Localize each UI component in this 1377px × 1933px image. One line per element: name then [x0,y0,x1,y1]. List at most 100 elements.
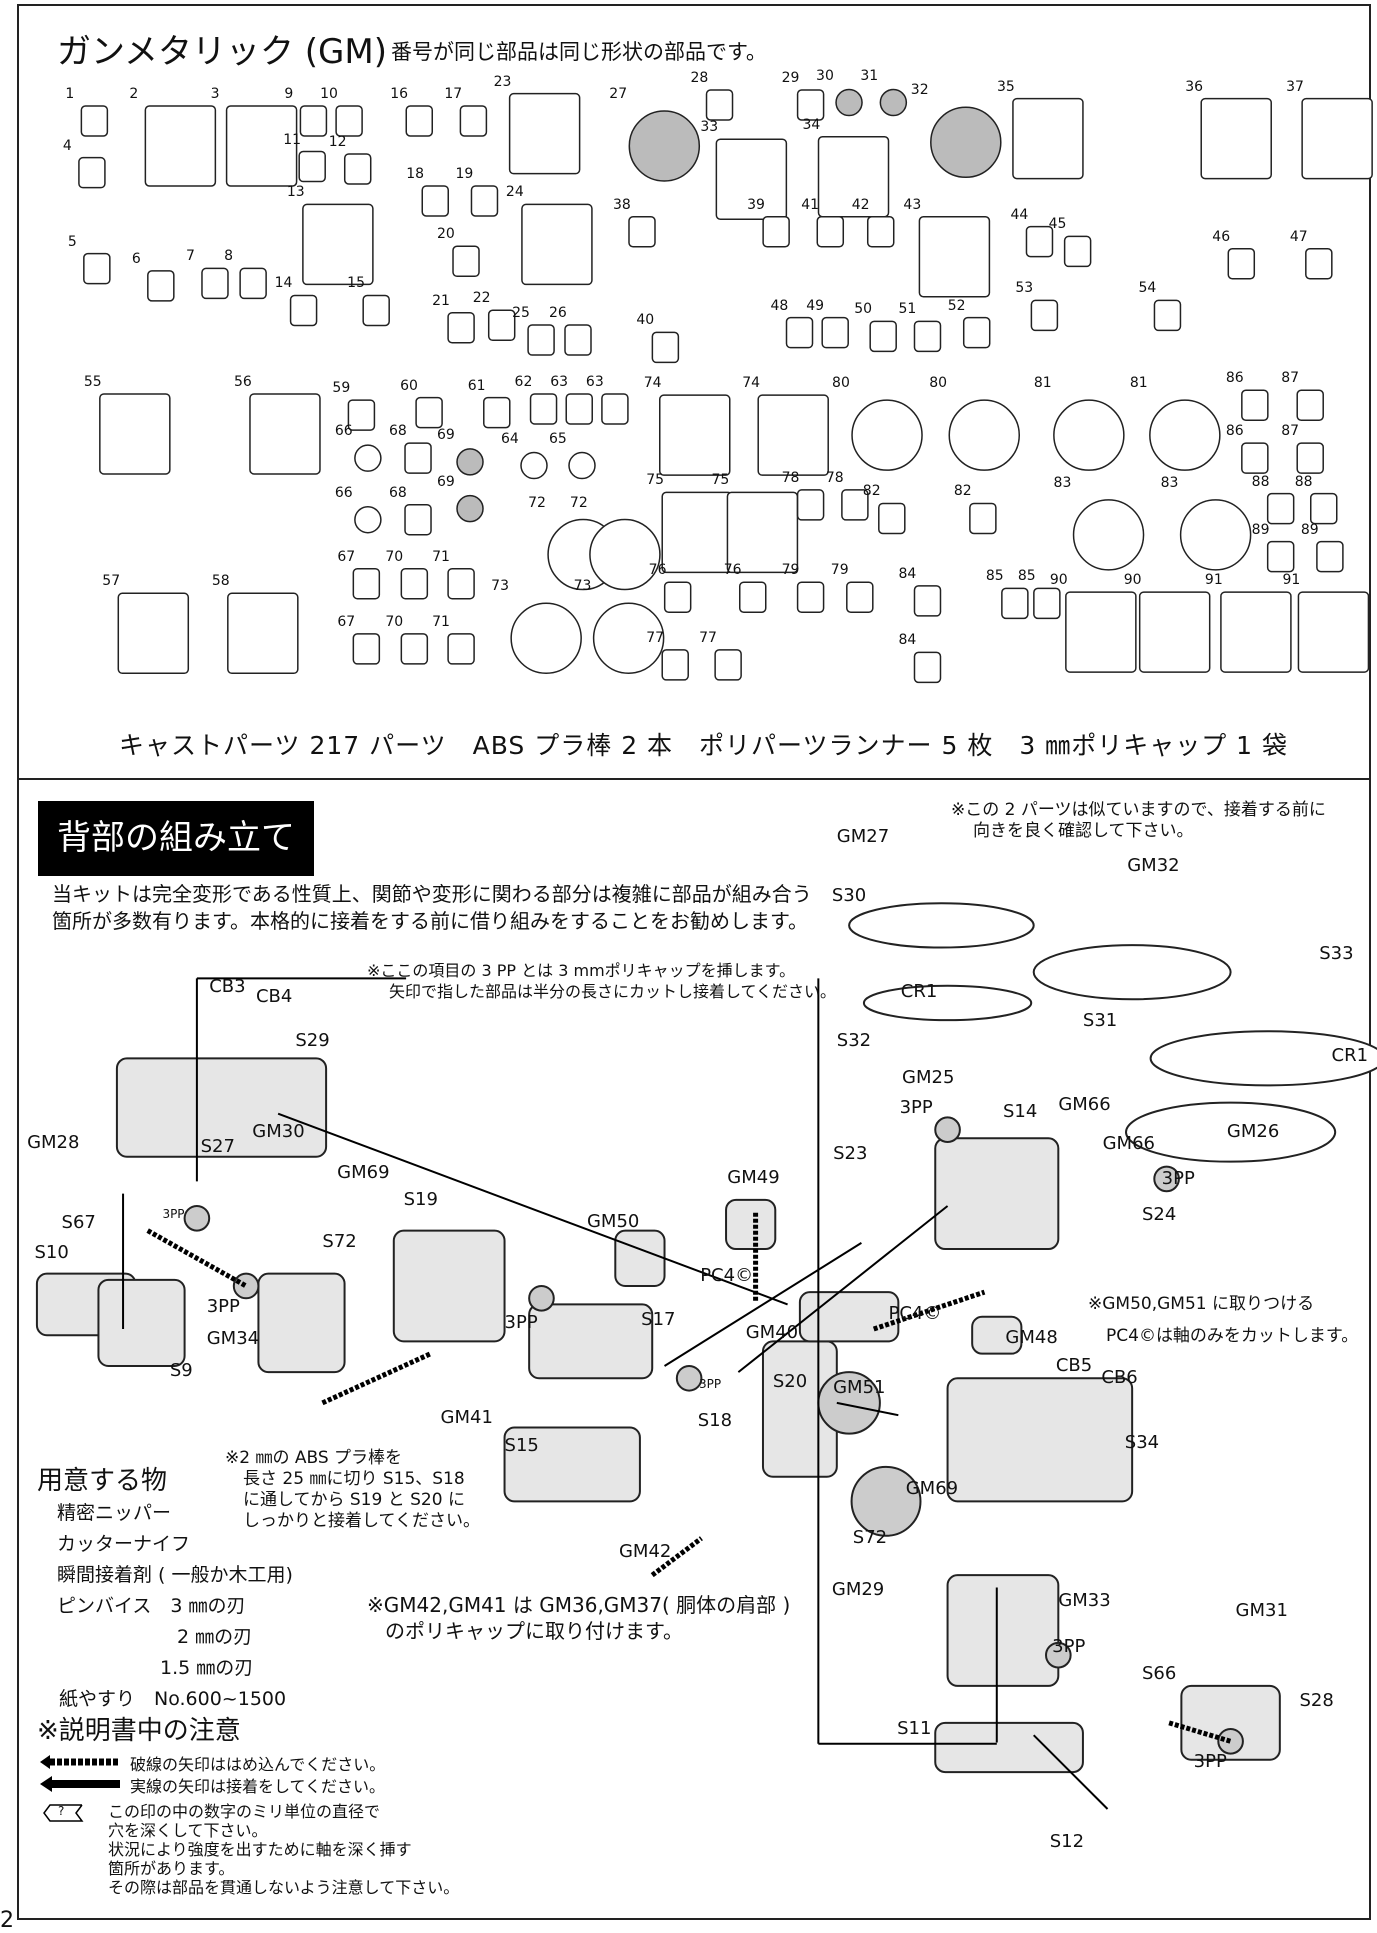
note-line: 状況により強度を出すために軸を深く挿す [108,1840,412,1859]
drill-note: この印の中の数字のミリ単位の直径で 穴を深くして下さい。 状況により強度を出すた… [108,1802,459,1897]
part-67-shape [352,567,381,600]
part-3-shape [225,105,298,187]
part-number: 71 [432,613,450,630]
part-number: 70 [385,548,404,565]
part-90-shape [1065,591,1137,673]
solid-arrow-legend: 実線の矢印は接着をしてください。 [130,1777,386,1796]
prepare-item: ピンバイス 3 ㎜の刃 [57,1595,246,1617]
part-label-3pp: 3PP [206,1295,240,1317]
note-similar-parts: ※この 2 パーツは似ていますので、接着する前に 向きを良く確認して下さい。 [951,800,1326,842]
part-82-shape [878,502,906,535]
part-number: 87 [1281,370,1300,387]
drill-symbol-text: ? [58,1804,65,1818]
part-25-shape [527,324,555,356]
part-73-shape [592,602,665,674]
part-number: 9 [284,85,294,102]
part-label-s32: S32 [836,1030,872,1052]
assembly-part-shape [257,1272,346,1374]
part-76-shape [738,581,767,613]
part-number: 12 [328,133,347,150]
part-number: 69 [437,473,455,490]
assembly-part-shape [392,1229,506,1343]
part-30-shape [835,88,863,117]
part-label-s9: S9 [169,1359,193,1381]
part-label-gm51: GM51 [833,1377,886,1399]
dish-part-shape [1149,1030,1377,1087]
part-number: 6 [131,250,141,267]
part-49-shape [821,316,849,349]
part-29-shape [796,89,825,121]
drill-symbol-icon: ? [42,1803,84,1823]
part-number: 56 [233,373,252,390]
part-label-s11: S11 [897,1717,932,1739]
dish-part-shape [862,984,1033,1022]
part-label-gm66: GM66 [1102,1133,1155,1155]
fit-arrow-dashed [1168,1720,1232,1744]
part-number: 86 [1225,423,1244,440]
prepare-item: カッターナイフ [57,1533,191,1555]
note-line: 矢印で指した部品は半分の長さにカットし接着してください。 [389,982,837,1001]
part-63-shape [601,393,629,425]
part-74-shape [659,394,731,476]
part-label-s12: S12 [1049,1831,1085,1853]
part-56-shape [249,393,321,475]
part-number: 65 [549,430,567,447]
part-number: 20 [437,226,455,243]
part-label-s29: S29 [295,1030,330,1052]
part-label-gm33: GM33 [1058,1590,1111,1611]
part-27-shape [628,110,701,182]
part-number: 31 [860,67,879,84]
intro-text: 当キットは完全変形である性質上、関節や変形に関わる部分は複雑に部品が組み合う箇所… [52,882,812,933]
part-label-gm69: GM69 [905,1478,959,1500]
assembly-part-shape [946,1574,1060,1687]
part-number: 18 [406,165,425,182]
part-number: 51 [898,301,917,318]
dish-part-shape [1124,1101,1337,1163]
part-64-shape [520,451,548,480]
part-number: 74 [742,375,761,392]
part-number: 52 [947,297,966,314]
drill-symbol-shape [43,1804,84,1822]
polycap-shape [934,1116,961,1143]
part-number: 88 [1251,473,1270,490]
part-number: 81 [1033,375,1052,392]
part-39-shape [762,215,790,248]
part-number: 30 [816,67,834,84]
part-number: 57 [102,573,121,590]
part-number: 77 [699,629,717,646]
part-7-shape [201,267,229,300]
part-label-s30: S30 [831,884,867,906]
part-label-gm29: GM29 [831,1578,885,1600]
fit-arrow-dashed [650,1536,703,1578]
part-5-shape [83,252,111,285]
part-label-s23: S23 [833,1143,868,1165]
part-label-3pp: 3PP [1052,1635,1086,1657]
part-17-shape [459,105,488,137]
part-8-shape [239,267,267,300]
part-number: 43 [903,196,922,213]
part-label-s27: S27 [200,1135,235,1157]
part-number: 44 [1010,206,1029,223]
part-38-shape [628,215,656,248]
part-number: 66 [334,423,353,440]
part-78-shape [796,489,825,521]
part-label-cb4: CB4 [255,985,293,1007]
part-37-shape [1301,97,1373,180]
assembly-part-shape [798,1291,900,1343]
part-19-shape [470,185,499,217]
part-88-shape [1266,492,1295,525]
part-number: 40 [636,312,655,329]
part-77-shape [661,649,689,681]
part-70-shape [400,633,429,665]
solid-arrow-icon [40,1776,120,1792]
part-label-s31: S31 [1082,1010,1118,1032]
part-label-gm30: GM30 [252,1121,305,1143]
part-label-s14: S14 [1002,1101,1038,1123]
part-52-shape [962,316,991,349]
part-44-shape [1025,225,1054,258]
assembly-arrow-line [277,1112,788,1306]
assembly-part-shape [971,1315,1023,1355]
part-number: 53 [1015,280,1034,297]
part-22-shape [487,309,516,342]
part-number: 50 [854,301,873,318]
